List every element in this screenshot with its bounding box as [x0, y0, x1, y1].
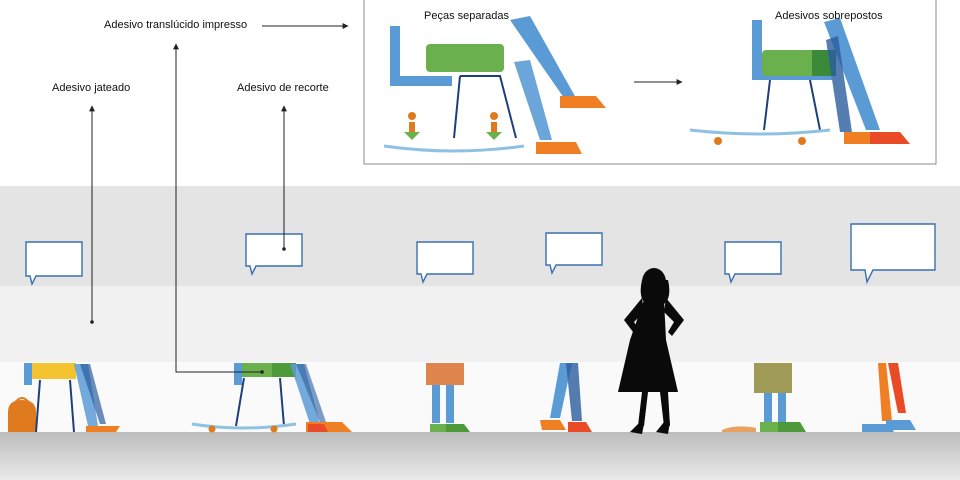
figure-chair-green [191, 363, 352, 433]
inset-separated-pieces [383, 16, 606, 154]
speech-bubble-6 [850, 223, 936, 285]
speech-bubble-4 [545, 232, 603, 276]
speech-bubble-3 [416, 241, 474, 285]
label-printed-translucent: Adesivo translúcido impresso [104, 19, 248, 31]
label-frosted: Adesivo jateado [52, 82, 131, 94]
speech-bubble-5 [724, 241, 782, 285]
label-cut: Adesivo de recorte [237, 82, 329, 94]
speech-bubble-1 [25, 241, 83, 287]
woman-silhouette [618, 268, 684, 434]
speech-bubbles [25, 223, 936, 287]
speech-bubble-2 [245, 233, 303, 277]
inset-overlapped-stickers [689, 18, 910, 145]
figure-legs-olive [722, 363, 806, 432]
figure-legs-orange [426, 363, 470, 432]
inset-left-title: Peças separadas [424, 10, 509, 22]
wall-band-low [0, 362, 960, 432]
leader-printed-translucent [173, 43, 262, 373]
wall-band-top [0, 186, 960, 286]
leader-lines [89, 23, 349, 373]
floor [0, 432, 960, 480]
figure-legs-red [862, 363, 916, 432]
wall-band-mid [0, 286, 960, 362]
figure-chair-yellow [8, 363, 120, 433]
inset-right-title: Adesivos sobrepostos [775, 10, 883, 22]
figure-legs-blue [540, 363, 592, 432]
